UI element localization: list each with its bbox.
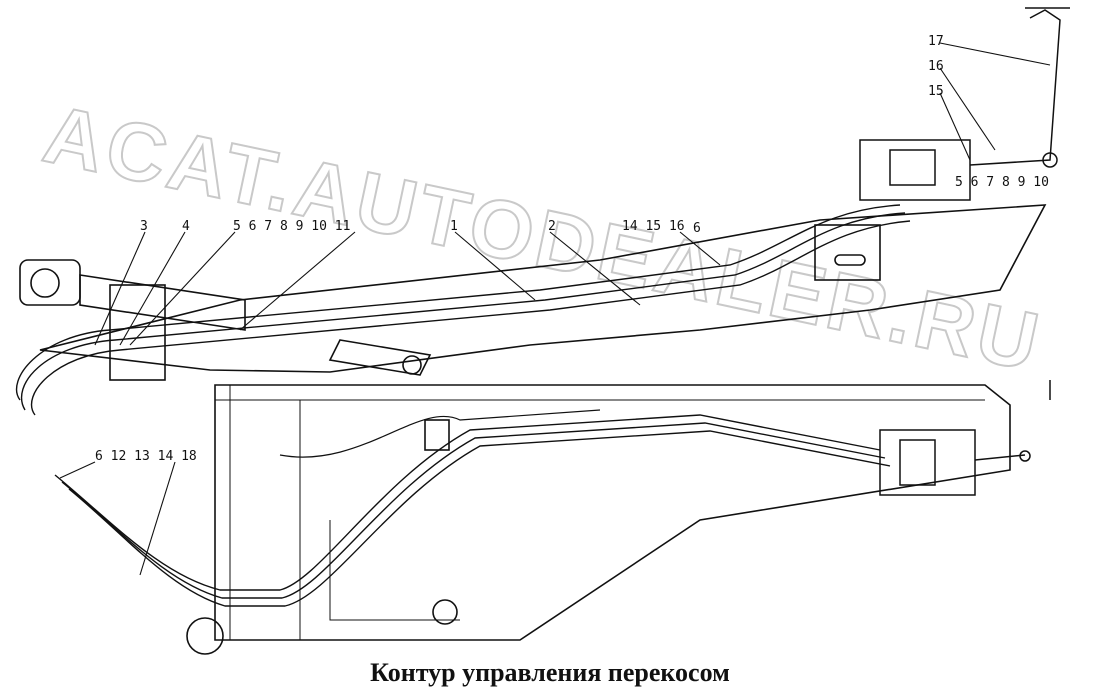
callout-4: 4 [182,219,190,234]
callout-5-11: 5 6 7 8 9 10 11 [233,219,350,234]
callout-6-18: 6 12 13 14 18 [95,449,197,464]
valve-block-upper-right [859,7,1070,201]
callout-6-upper: 6 [693,221,701,236]
callout-16: 16 [928,59,944,74]
callout-5-10: 5 6 7 8 9 10 [955,175,1049,190]
callout-14-16: 14 15 16 [622,219,685,234]
cylinder-left [19,259,246,381]
callout-2: 2 [548,219,556,234]
valve-block-lower-right [879,380,1051,496]
diagram-caption: Контур управления перекосом [370,658,730,687]
callout-17: 17 [928,34,944,49]
callout-1: 1 [450,219,458,234]
callouts: 3 4 5 6 7 8 9 10 11 1 2 14 15 16 6 17 16… [95,34,1049,464]
callout-3: 3 [140,219,148,234]
callout-15: 15 [928,84,944,99]
leader-lines [59,42,1051,576]
frame-upper [39,204,1047,376]
frame-lower [186,384,1011,655]
hydraulic-lines [15,204,911,607]
